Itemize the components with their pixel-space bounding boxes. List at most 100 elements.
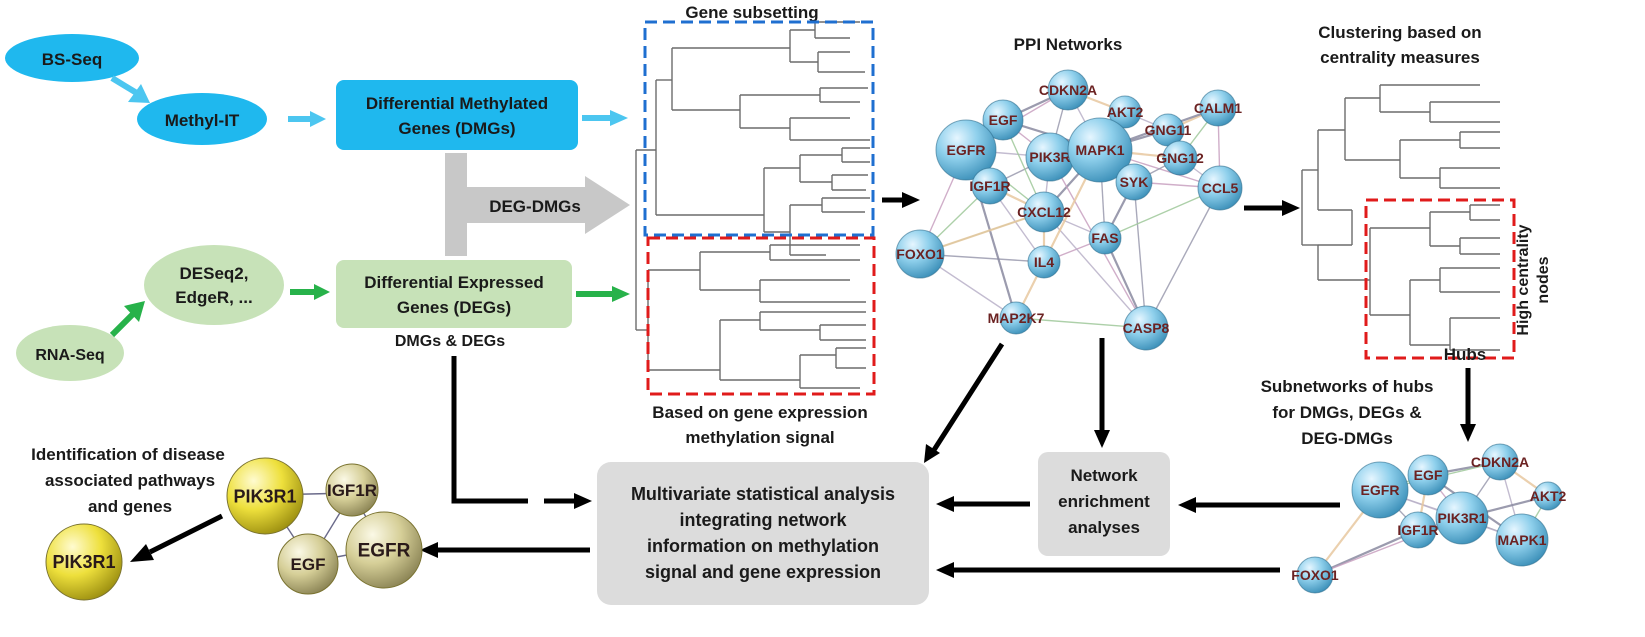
- node-label: CASP8: [1123, 320, 1170, 336]
- subnet-to-multivariate-arrow: [936, 562, 1280, 578]
- network-edge: [1314, 528, 1419, 577]
- dmg-subset-box: [643, 20, 875, 237]
- deseq-label-2: EdgeR, ...: [175, 288, 252, 307]
- result-label: EGF: [291, 555, 326, 574]
- ppi-to-multivariate-arrow: [924, 342, 1005, 463]
- network-node: EGF: [982, 99, 1024, 141]
- node-label: GNG12: [1156, 150, 1204, 166]
- node-label: IL4: [1034, 254, 1054, 270]
- methyl-it-node: Methyl-IT: [137, 93, 267, 145]
- enrichment-to-multivariate-arrow: [936, 496, 1030, 512]
- dmg-label-1: Differential Methylated: [366, 94, 548, 113]
- result-network: PIK3R1 IGF1R EGF EGFR PIK3R1: [45, 457, 423, 601]
- subnetworks-label: Subnetworks of hubs for DMGs, DEGs & DEG…: [1261, 377, 1434, 448]
- based-on-label-2: methylation signal: [685, 428, 834, 447]
- network-node: GNG11: [1145, 113, 1192, 147]
- node-sphere: [895, 229, 945, 279]
- node-label: EGF: [1414, 467, 1443, 483]
- network-node: MAPK1: [1067, 117, 1133, 183]
- network-node: CDKN2A: [1471, 443, 1529, 481]
- result-label: PIK3R1: [233, 486, 296, 506]
- node-sphere: [1399, 511, 1437, 549]
- network-node: IL4: [1027, 245, 1061, 279]
- multivariate-label-2: integrating network: [679, 510, 847, 530]
- subnetworks-label-3: DEG-DMGs: [1301, 429, 1393, 448]
- hubs-label: Hubs: [1444, 345, 1487, 364]
- result-label: IGF1R: [327, 481, 377, 500]
- dmg-label-2: Genes (DMGs): [398, 119, 515, 138]
- result-sphere: [226, 457, 304, 535]
- identification-label: Identification of disease associated pat…: [31, 445, 225, 516]
- deg-box: Differential Expressed Genes (DEGs): [336, 260, 572, 328]
- result-node: EGFR: [345, 511, 423, 589]
- rna-to-deseq-arrow: [109, 301, 145, 338]
- identification-label-1: Identification of disease: [31, 445, 225, 464]
- deg-dmgs-label: DEG-DMGs: [489, 197, 581, 216]
- network-node: EGFR: [935, 119, 997, 181]
- result-arrowhead: [130, 544, 154, 562]
- subnetworks-label-2: for DMGs, DEGs &: [1272, 403, 1421, 422]
- bs-seq-node: BS-Seq: [5, 34, 139, 82]
- subnet-to-enrichment-arrow: [1178, 497, 1340, 513]
- node-label: EGFR: [947, 142, 986, 158]
- ppi-to-enrichment-arrow: [1094, 338, 1110, 448]
- network-node: MAP2K7: [988, 301, 1045, 335]
- clustering-label-1: Clustering based on: [1318, 23, 1481, 42]
- identified-gene-sphere: [45, 523, 123, 601]
- dmgs-degs-to-multivariate-arrow: [451, 356, 592, 509]
- node-sphere: [1123, 305, 1169, 351]
- node-label: FOXO1: [1291, 567, 1339, 583]
- dmg-box: Differential Methylated Genes (DMGs): [336, 80, 578, 150]
- high-centrality-label: High centrality nodes: [1515, 224, 1552, 335]
- rna-seq-node: RNA-Seq: [16, 325, 124, 381]
- node-label: SYK: [1120, 174, 1149, 190]
- gene-subsetting-dendrogram: [635, 21, 870, 389]
- network-node: FOXO1: [1291, 556, 1339, 594]
- deseq-to-deg-arrow: [290, 284, 330, 300]
- deseq-node: DESeq2, EdgeR, ...: [144, 245, 284, 325]
- result-label: EGFR: [358, 541, 411, 562]
- node-label: GNG11: [1145, 122, 1192, 138]
- multivariate-label-1: Multivariate statistical analysis: [631, 484, 895, 504]
- multivariate-to-result-arrow: [420, 542, 590, 558]
- identification-label-3: and genes: [88, 497, 172, 516]
- clustering-dendrogram: [1301, 84, 1500, 351]
- network-node: IGF1R: [1397, 511, 1439, 549]
- node-sphere: [1495, 513, 1549, 567]
- result-sphere: [325, 463, 379, 517]
- network-edge: [1133, 181, 1147, 329]
- node-label: CALM1: [1194, 100, 1242, 116]
- node-sphere: [1162, 140, 1198, 176]
- network-node: AKT2: [1530, 481, 1567, 511]
- node-sphere: [1023, 191, 1065, 233]
- node-label: FAS: [1091, 230, 1118, 246]
- node-sphere: [1407, 454, 1449, 496]
- ppi-to-cluster-arrow: [1244, 200, 1300, 216]
- identified-gene-label: PIK3R1: [52, 552, 115, 572]
- network-node: FAS: [1088, 221, 1122, 255]
- node-label: EGFR: [1361, 482, 1400, 498]
- network-node: EGFR: [1351, 461, 1409, 519]
- node-label: IGF1R: [969, 178, 1010, 194]
- result-to-single-arrow: [148, 513, 224, 555]
- node-label: CCL5: [1202, 180, 1239, 196]
- clustering-label-2: centrality measures: [1320, 48, 1480, 67]
- node-sphere: [1088, 221, 1122, 255]
- node-label: EGF: [989, 112, 1018, 128]
- node-sphere: [1199, 89, 1237, 127]
- node-label: AKT2: [1530, 488, 1567, 504]
- node-sphere: [971, 167, 1009, 205]
- bs-seq-label: BS-Seq: [42, 50, 102, 69]
- subnetworks-label-1: Subnetworks of hubs: [1261, 377, 1434, 396]
- dmgs-degs-label: DMGs & DEGs: [395, 333, 505, 350]
- multivariate-label-3: information on methylation: [647, 536, 879, 556]
- network-node: CXCL12: [1017, 191, 1071, 233]
- high-centrality-label-2: nodes: [1535, 256, 1552, 303]
- result-node: PIK3R1: [226, 457, 304, 535]
- tree-to-ppi-arrow: [882, 192, 920, 208]
- node-sphere: [1067, 117, 1133, 183]
- node-sphere: [999, 301, 1033, 335]
- node-sphere: [1047, 69, 1089, 111]
- hubs-to-subnetwork-arrow: [1460, 368, 1476, 442]
